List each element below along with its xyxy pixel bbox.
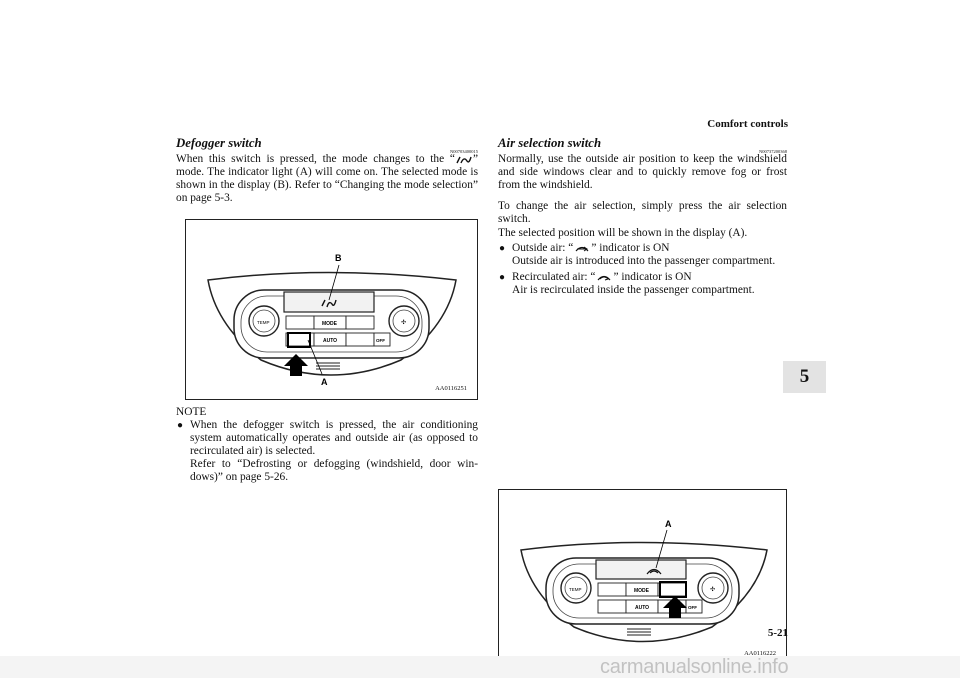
auto-button-label: AUTO <box>323 338 337 344</box>
callout-a: A <box>665 519 672 529</box>
left-column: Defogger switch N00703400015 When this s… <box>176 136 478 205</box>
air-selection-button-highlight <box>659 581 687 598</box>
page-number: 5-21 <box>767 627 788 639</box>
callout-a: A <box>321 377 328 387</box>
figure-code: AA0116251 <box>435 385 467 392</box>
running-header: Comfort controls <box>707 118 788 130</box>
footer-watermark-bar: carmanualsonline.info <box>0 656 960 678</box>
bullet-outside-air: ● Outside air: “” indicator is ON Outsid… <box>499 241 776 267</box>
outside-air-icon <box>575 246 589 251</box>
note-label: NOTE <box>176 406 207 418</box>
figure-defogger-panel: TEMP ✣ MODE AUTO OFF B A AA0116251 <box>185 219 478 400</box>
defogger-mode-icon <box>456 156 472 164</box>
section-code: N00737200368 <box>759 149 787 154</box>
off-button-label: OFF <box>688 605 697 610</box>
section-title: Defogger switch <box>176 136 262 150</box>
bullet-icon: ● <box>177 420 184 432</box>
bullet-recirculated-air: ● Recirculated air: “” indicator is ON A… <box>499 270 755 296</box>
svg-text:✣: ✣ <box>710 586 715 593</box>
svg-text:✣: ✣ <box>401 319 406 326</box>
figure-air-selection-panel: TEMP ✣ MODE AUTO OFF A AA0116222 <box>498 489 787 665</box>
display-screen <box>283 291 375 313</box>
section-heading-defogger: Defogger switch N00703400015 <box>176 136 478 154</box>
press-arrow <box>284 354 308 376</box>
temp-label: TEMP <box>257 320 270 325</box>
chapter-tab: 5 <box>783 361 826 393</box>
off-button-label: OFF <box>376 338 385 343</box>
right-column: Air selection switch N00737200368 Normal… <box>498 136 787 297</box>
footer-watermark[interactable]: carmanualsonline.info <box>600 656 789 678</box>
callout-b: B <box>335 253 342 263</box>
mode-button-label: MODE <box>322 321 338 327</box>
bullet-icon: ● <box>499 242 506 254</box>
section-title: Air selection switch <box>498 136 602 150</box>
display-recirc-icon <box>646 568 662 575</box>
bullet-icon: ● <box>499 271 506 283</box>
mode-button-label: MODE <box>634 588 650 594</box>
defogger-paragraph: When this switch is pressed, the mode ch… <box>176 153 478 205</box>
air-para-2a: To change the air selection, simply pres… <box>498 200 787 226</box>
note-reference: Refer to “Defrosting or defogging (winds… <box>190 458 478 484</box>
note-block: NOTE ● When the defogger switch is press… <box>176 402 478 485</box>
recirculated-air-icon <box>598 275 611 281</box>
defogger-button-highlight <box>287 332 311 348</box>
press-arrow <box>663 596 687 618</box>
air-para-2b: The selected position will be shown in t… <box>498 226 748 239</box>
figure-code: AA0116222 <box>744 650 776 657</box>
section-code: N00703400015 <box>450 149 478 154</box>
display-screen <box>595 559 687 580</box>
section-heading-air-selection: Air selection switch N00737200368 <box>498 136 787 154</box>
note-item: ● When the defogger switch is pressed, t… <box>177 419 478 484</box>
temp-label: TEMP <box>569 587 582 592</box>
air-para-1: Normally, use the outside air position t… <box>498 153 787 192</box>
display-defogger-icon <box>321 299 337 308</box>
auto-button-label: AUTO <box>635 605 649 611</box>
